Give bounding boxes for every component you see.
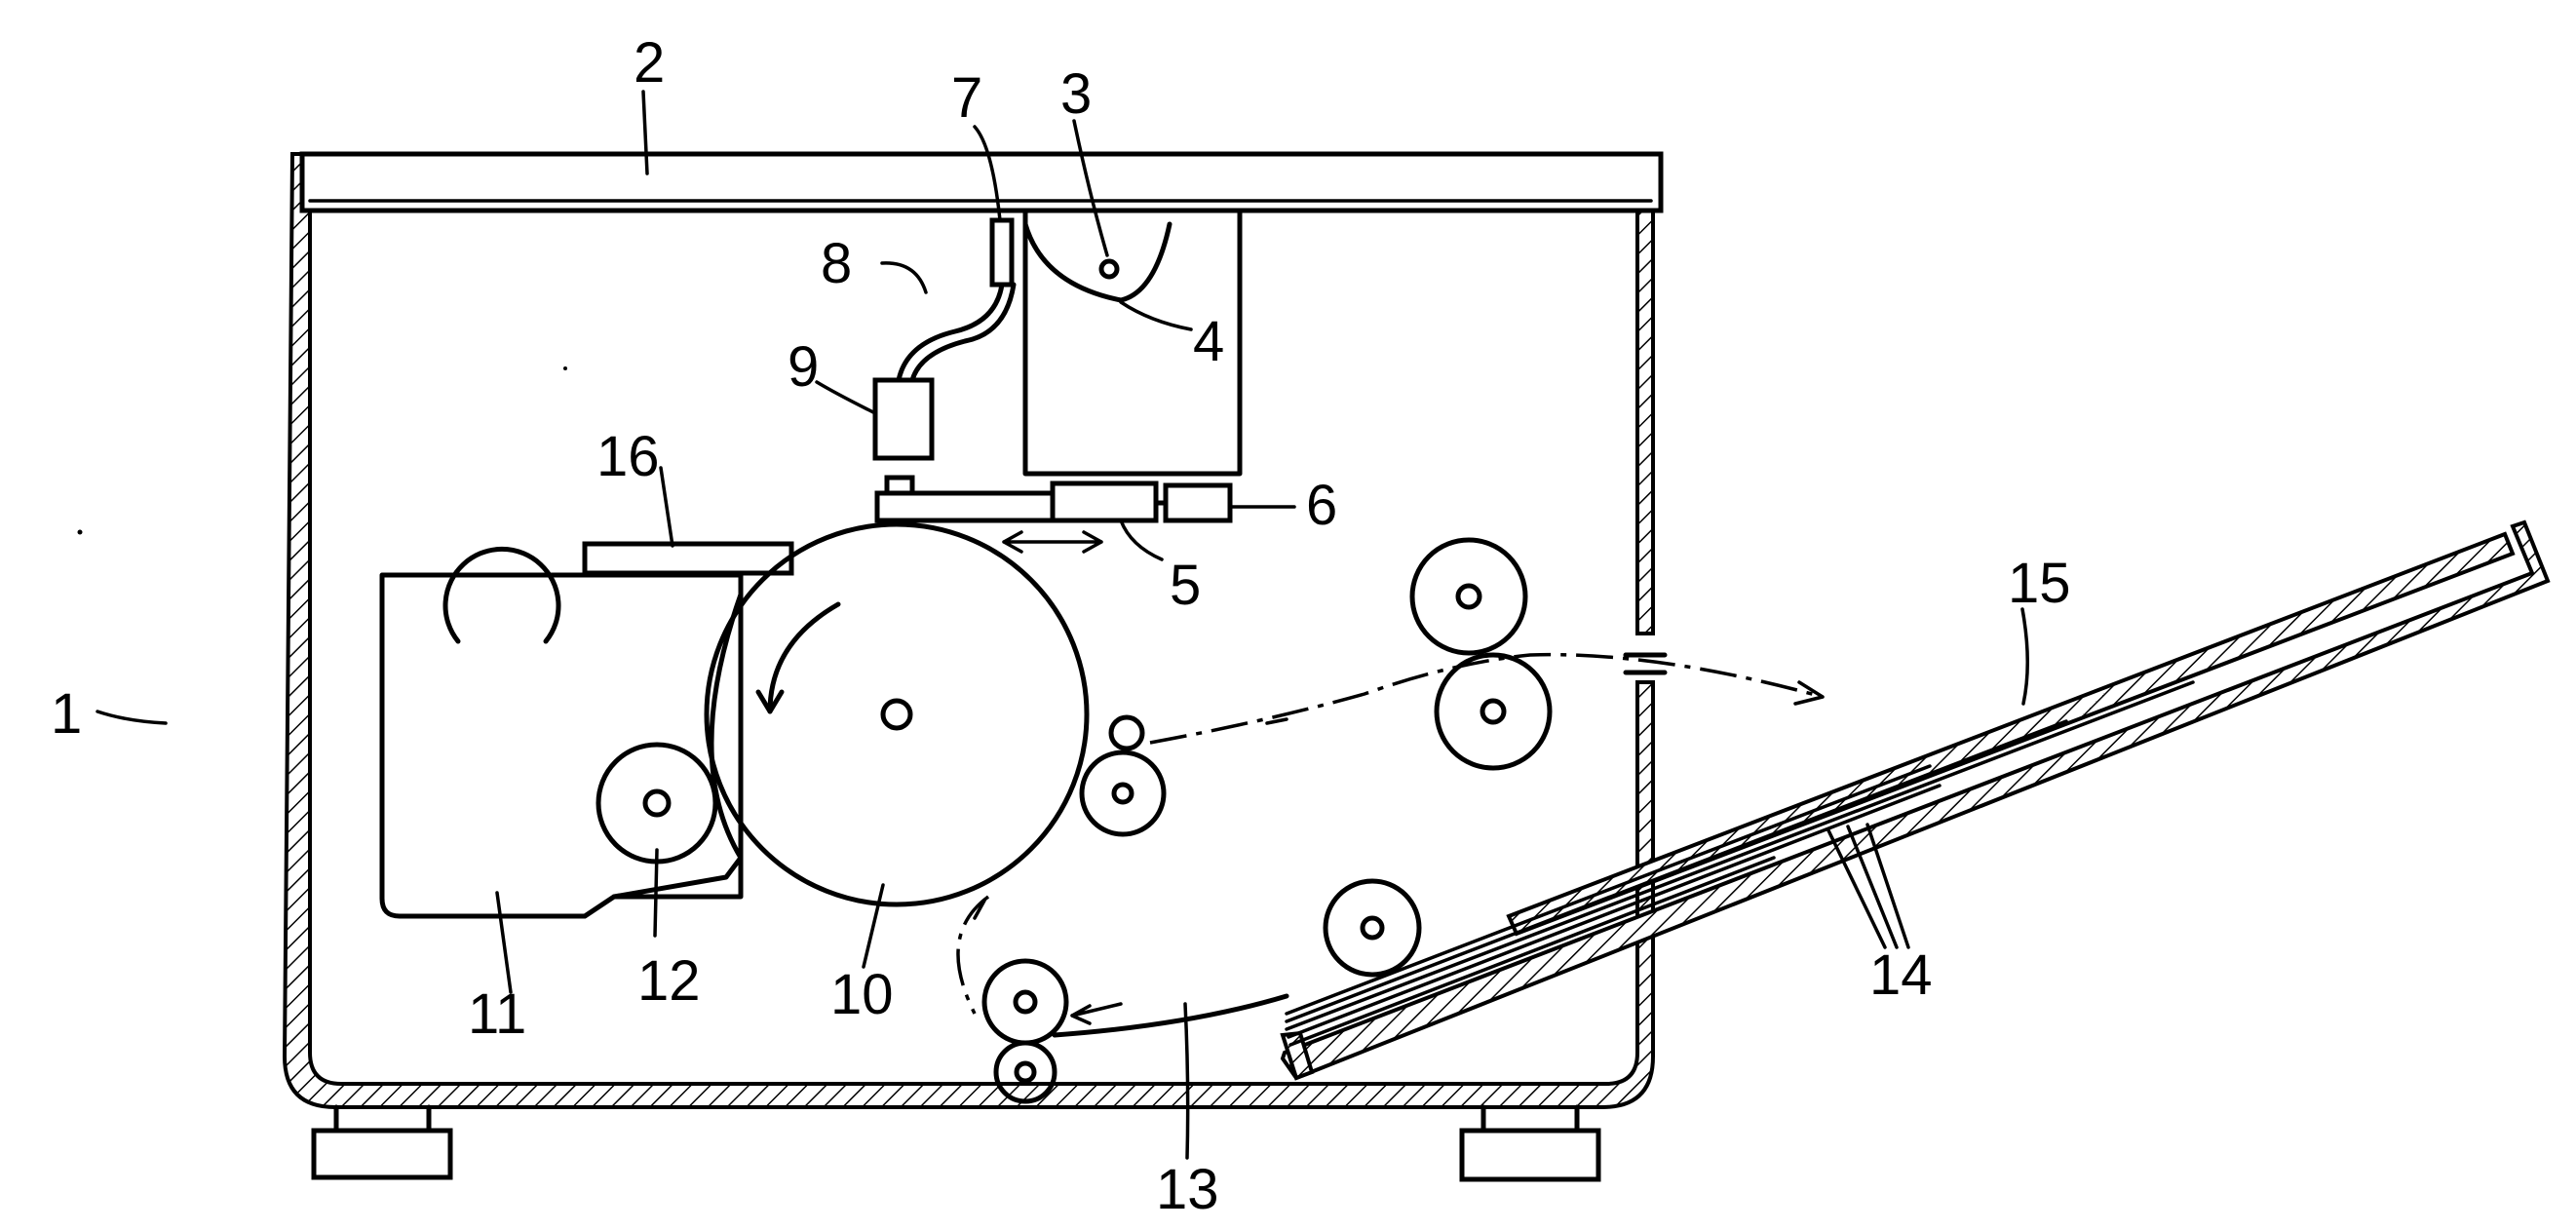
label-cover: 2 xyxy=(634,31,665,95)
toner-unit xyxy=(382,544,791,916)
cam xyxy=(1025,224,1170,300)
label-cam: 4 xyxy=(1193,310,1224,373)
transfer-rollers xyxy=(1082,717,1164,834)
sheets xyxy=(1287,682,2193,1045)
head-unit xyxy=(875,211,1240,552)
label-tube: 8 xyxy=(821,232,852,295)
label-pump: 9 xyxy=(788,335,819,399)
toner-supply xyxy=(445,549,558,641)
stopper xyxy=(1166,485,1230,520)
stray-dot xyxy=(78,530,83,535)
cover xyxy=(302,154,1661,211)
label-feed-path: 13 xyxy=(1156,1158,1219,1221)
pickup-roller xyxy=(1326,881,1419,975)
label-tray: 15 xyxy=(2008,552,2071,615)
feed-rollers xyxy=(984,961,1066,1101)
pump xyxy=(875,380,932,458)
cleaner-motion-arrow xyxy=(1004,532,1101,552)
label-developing-roller: 12 xyxy=(637,949,701,1013)
blade xyxy=(585,544,791,573)
shaft xyxy=(1101,261,1117,277)
developing-roller xyxy=(598,745,715,862)
label-drum: 10 xyxy=(830,963,894,1026)
foot-right xyxy=(1462,1131,1598,1179)
stray-dot xyxy=(563,366,567,370)
label-nozzle: 7 xyxy=(951,66,982,130)
label-apparatus: 1 xyxy=(51,682,82,746)
label-toner-unit: 11 xyxy=(468,982,526,1046)
foot-left xyxy=(314,1131,450,1177)
drum xyxy=(707,524,1087,904)
label-stopper: 6 xyxy=(1306,474,1337,537)
label-cleaner: 5 xyxy=(1170,554,1201,617)
label-shaft: 3 xyxy=(1060,62,1092,126)
nozzle xyxy=(992,220,1012,285)
label-blade: 16 xyxy=(596,425,660,488)
label-sheets: 14 xyxy=(1869,943,1933,1007)
